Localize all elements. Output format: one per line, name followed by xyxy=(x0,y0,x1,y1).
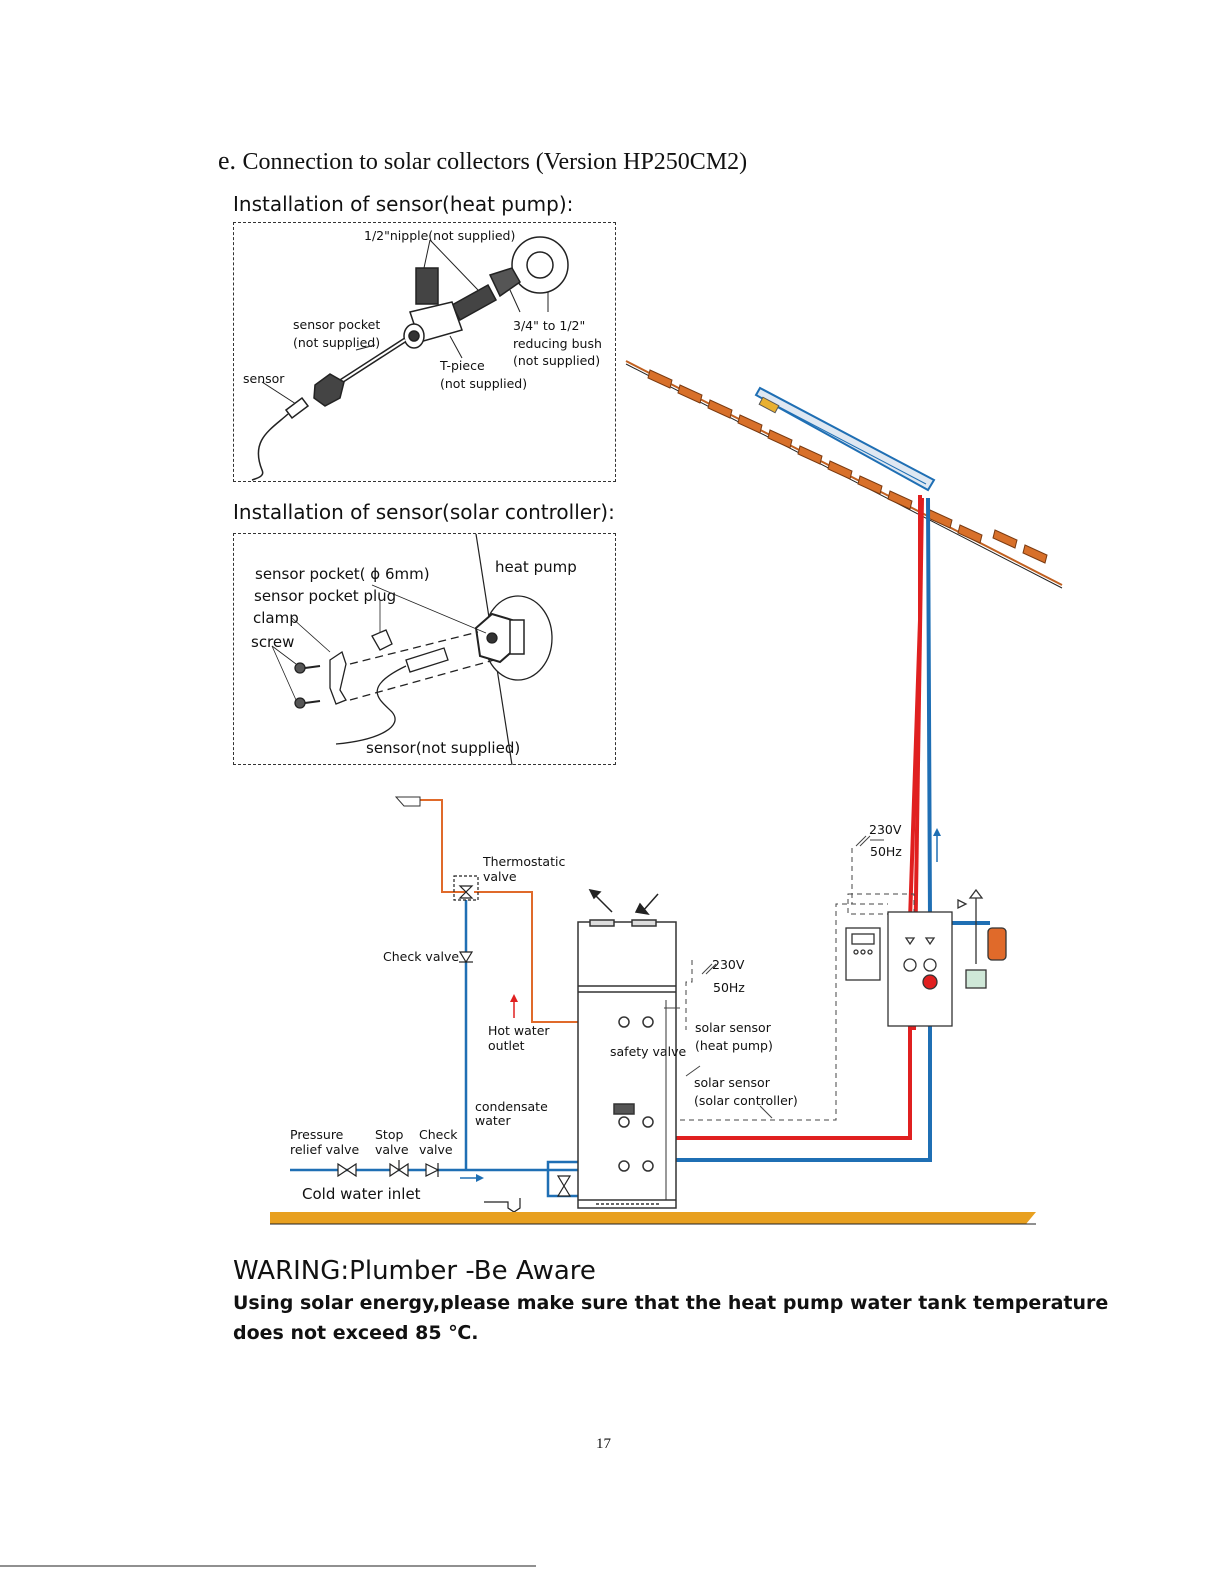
label-bush-3: (not supplied) xyxy=(513,353,601,368)
label-solar-sensor-sc-2: (solar controller) xyxy=(694,1093,798,1108)
label-tpiece-1: T-piece xyxy=(440,358,485,373)
section2-box xyxy=(233,533,616,765)
label-sensor-not-supplied: sensor(not supplied) xyxy=(366,739,521,757)
label-condensate-2: water xyxy=(475,1113,511,1128)
label-cold-water-inlet: Cold water inlet xyxy=(302,1185,421,1203)
section1-box xyxy=(233,222,616,482)
section2-title: Installation of sensor(solar controller)… xyxy=(233,500,615,524)
label-50hz-b: 50Hz xyxy=(713,980,745,995)
roof-tiles xyxy=(625,360,1063,589)
label-sensor: sensor xyxy=(243,371,285,386)
heading-title: Connection to solar collectors (Version … xyxy=(242,149,748,175)
solar-station xyxy=(845,888,1007,1027)
label-50hz-a: 50Hz xyxy=(870,844,902,859)
label-230v-b: 230V xyxy=(712,957,745,972)
label-check-valve: Check valve xyxy=(383,949,460,964)
label-sensor-pocket-2: (not supplied) xyxy=(293,335,381,350)
sensor-pocket-assembly xyxy=(251,236,569,481)
warning-line-2: does not exceed 85 ℃. xyxy=(233,1322,479,1344)
label-thermostatic-1: Thermostatic xyxy=(483,854,566,869)
solar-collector xyxy=(754,386,936,492)
heat-pump-tank xyxy=(577,919,677,1209)
label-hot-water-1: Hot water xyxy=(488,1023,550,1038)
label-thermostatic-2: valve xyxy=(483,869,517,884)
label-sensor-pocket-6mm: sensor pocket( ϕ 6mm) xyxy=(255,565,430,583)
label-clamp: clamp xyxy=(253,609,299,627)
heading-prefix: e. xyxy=(218,146,237,175)
electric-lines xyxy=(680,848,915,1121)
airflow-arrows xyxy=(588,888,659,916)
label-pressure-relief-2: relief valve xyxy=(290,1142,360,1157)
section1-title: Installation of sensor(heat pump): xyxy=(233,192,574,216)
label-tpiece-2: (not supplied) xyxy=(440,376,528,391)
label-pocket-plug: sensor pocket plug xyxy=(254,587,397,605)
label-condensate-1: condensate xyxy=(475,1099,548,1114)
label-pressure-relief-1: Pressure xyxy=(290,1127,344,1142)
label-solar-sensor-sc-1: solar sensor xyxy=(694,1075,770,1090)
label-check-valve-inlet-2: valve xyxy=(419,1142,453,1157)
label-bush-1: 3/4" to 1/2" xyxy=(513,318,586,333)
label-solar-sensor-hp-1: solar sensor xyxy=(695,1020,771,1035)
section-heading: e. Connection to solar collectors (Versi… xyxy=(218,146,747,176)
label-heat-pump: heat pump xyxy=(495,558,577,576)
label-bush-2: reducing bush xyxy=(513,336,602,351)
label-screw: screw xyxy=(251,633,295,651)
drain xyxy=(484,1198,521,1213)
inlet-valves xyxy=(337,875,572,1197)
label-stop-valve-1: Stop xyxy=(375,1127,404,1142)
label-230v-a: 230V xyxy=(869,822,902,837)
warning-title: WARING:Plumber -Be Aware xyxy=(233,1256,596,1286)
label-sensor-pocket-1: sensor pocket xyxy=(293,317,381,332)
label-solar-sensor-hp-2: (heat pump) xyxy=(695,1038,773,1053)
label-check-valve-inlet-1: Check xyxy=(419,1127,458,1142)
label-safety-valve: safety valve xyxy=(610,1044,687,1059)
warning-line-1: Using solar energy,please make sure that… xyxy=(233,1292,1109,1314)
ground xyxy=(270,1212,1036,1225)
label-stop-valve-2: valve xyxy=(375,1142,409,1157)
page-number: 17 xyxy=(596,1436,611,1452)
solar-sensor-assembly xyxy=(271,533,553,766)
label-hot-water-2: outlet xyxy=(488,1038,525,1053)
label-nipple: 1/2"nipple(not supplied) xyxy=(364,228,516,243)
